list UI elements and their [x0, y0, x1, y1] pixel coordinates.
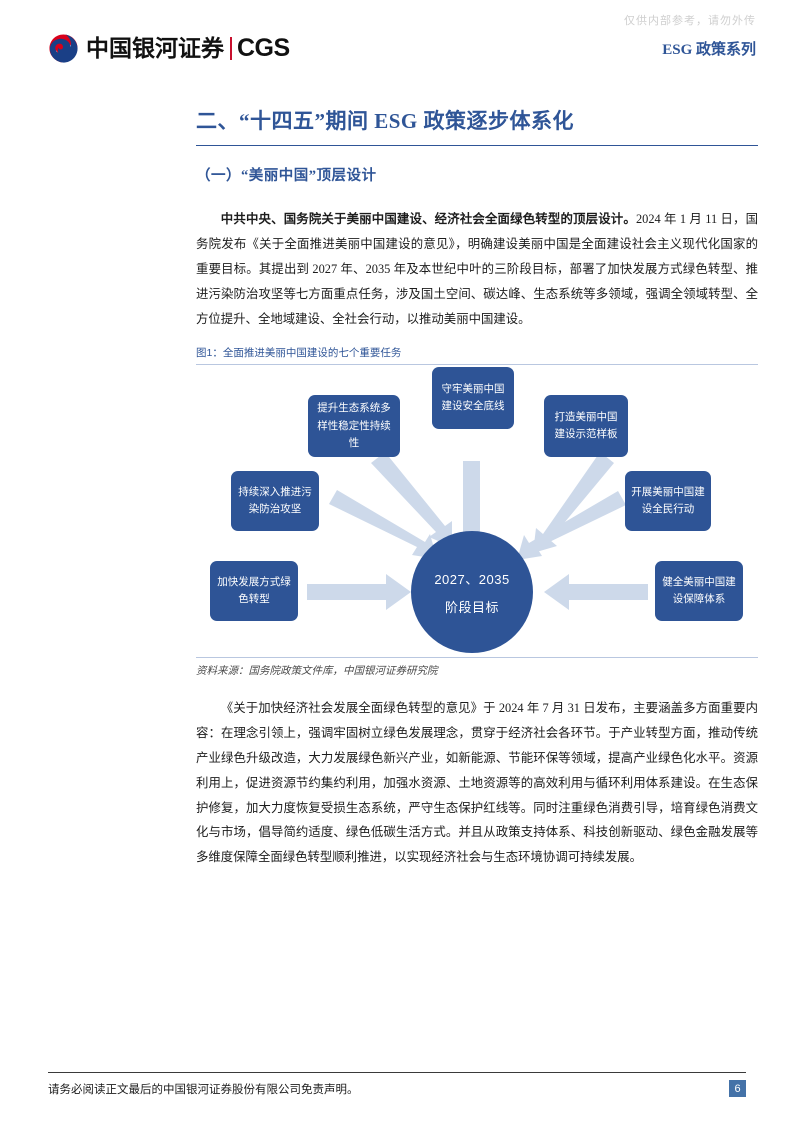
report-series-label: ESG 政策系列 [662, 42, 756, 58]
arrow-from-bottom-left-icon [307, 574, 411, 611]
figure-1: 图1：全面推进美丽中国建设的七个重要任务 [196, 345, 758, 678]
logo-english-name: CGS [237, 33, 290, 62]
arrow-from-left-icon [329, 490, 437, 560]
node-top[interactable]: 守牢美丽中国建设安全底线 [432, 367, 514, 430]
node-right[interactable]: 开展美丽中国建设全民行动 [625, 471, 711, 532]
watermark-text: 仅供内部参考，请勿外传 [624, 15, 756, 27]
diagram-hub[interactable]: 2027、2035 阶段目标 [411, 531, 533, 654]
arrow-from-top-left-icon [371, 452, 452, 548]
node-bottom-left[interactable]: 加快发展方式绿色转型 [210, 561, 298, 622]
page-content: 二、“十四五”期间 ESG 政策逐步体系化 （一）“美丽中国”顶层设计 中共中央… [196, 100, 758, 884]
figure-body: 守牢美丽中国建设安全底线 提升生态系统多样性稳定性持续性 打造美丽中国建设示范样… [196, 365, 758, 657]
arrow-from-top-right-icon [533, 452, 614, 554]
node-bottom-right[interactable]: 健全美丽中国建设保障体系 [655, 561, 743, 622]
company-logo: 中国银河证券 CGS [48, 32, 290, 64]
paragraph-1-lead: 中共中央、国务院关于美丽中国建设、经济社会全面绿色转型的顶层设计。 [220, 212, 636, 227]
figure-rule-top [196, 364, 758, 366]
page-footer: 请务必阅读正文最后的中国银河证券股份有限公司免责声明。 6 [48, 1072, 746, 1097]
arrow-from-right-icon [517, 491, 626, 561]
paragraph-2: 《关于加快经济社会发展全面绿色转型的意见》于 2024 年 7 月 31 日发布… [196, 701, 758, 865]
seven-tasks-diagram: 守牢美丽中国建设安全底线 提升生态系统多样性稳定性持续性 打造美丽中国建设示范样… [196, 365, 758, 657]
arrow-from-bottom-right-icon [544, 574, 648, 611]
subsection-title: （一）“美丽中国”顶层设计 [196, 168, 377, 185]
footer-row: 请务必阅读正文最后的中国银河证券股份有限公司免责声明。 6 [48, 1080, 746, 1097]
section-title-rule [196, 145, 758, 147]
node-top-right[interactable]: 打造美丽中国建设示范样板 [544, 395, 628, 458]
footer-disclaimer: 请务必阅读正文最后的中国银河证券股份有限公司免责声明。 [48, 1083, 359, 1096]
logo-divider [230, 36, 232, 60]
node-top-left[interactable]: 提升生态系统多样性稳定性持续性 [308, 395, 400, 458]
section-title: 二、“十四五”期间 ESG 政策逐步体系化 [196, 109, 575, 133]
hub-goal-label: 阶段目标 [444, 599, 499, 615]
diagram-arrows-layer [307, 452, 648, 611]
paragraph-1: 中共中央、国务院关于美丽中国建设、经济社会全面绿色转型的顶层设计。2024 年 … [196, 207, 758, 331]
node-left[interactable]: 持续深入推进污染防治攻坚 [231, 471, 319, 532]
logo-chinese-name: 中国银河证券 [86, 34, 224, 61]
cgs-swoosh-logo-icon [49, 33, 78, 63]
figure-rule-bottom [196, 657, 758, 659]
footer-rule [48, 1072, 746, 1073]
page-header: 仅供内部参考，请勿外传 中国银河证券 CGS ESG 政策系列 [0, 0, 794, 90]
figure-caption: 图1：全面推进美丽中国建设的七个重要任务 [196, 347, 402, 360]
paragraph-1-body: 2024 年 1 月 11 日，国务院发布《关于全面推进美丽中国建设的意见》，明… [196, 212, 758, 326]
figure-source: 资料来源：国务院政策文件库，中国银河证券研究院 [196, 666, 438, 678]
page-number-badge: 6 [729, 1080, 746, 1097]
hub-years: 2027、2035 [434, 571, 510, 587]
